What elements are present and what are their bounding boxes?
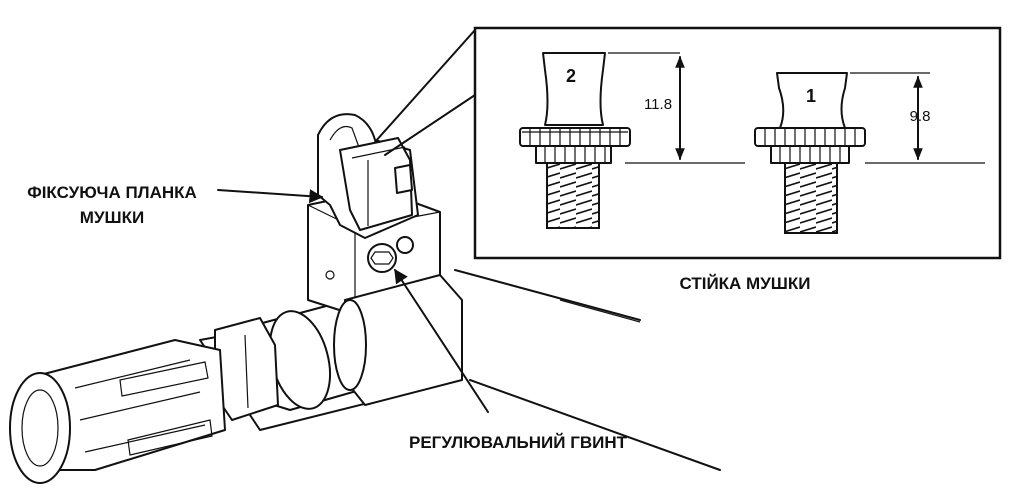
sight-post-1: 1 9.8 bbox=[754, 72, 985, 234]
rifle-barrel-illustration bbox=[9, 113, 721, 484]
front-sight-post-label: СТІЙКА МУШКИ bbox=[680, 274, 811, 293]
adjusting-screw-text: РЕГУЛЮВАЛЬНИЙ ГВИНТ bbox=[409, 433, 628, 452]
adjusting-screw-arrow bbox=[394, 268, 489, 413]
post-2-height-label: 11.8 bbox=[644, 96, 672, 113]
post-1-height-label: 9.8 bbox=[910, 108, 931, 125]
post-1-number: 1 bbox=[806, 86, 816, 106]
post-2-number: 2 bbox=[566, 66, 576, 86]
clamp-arrow bbox=[217, 189, 324, 204]
adjusting-screw-label: РЕГУЛЮВАЛЬНИЙ ГВИНТ bbox=[394, 268, 628, 452]
front-sight-post-inset: 2 11.8 1 9.8 bbox=[374, 26, 1002, 260]
clamp-label-line1: ФІКСУЮЧА ПЛАНКА bbox=[27, 183, 197, 202]
clamp-label: ФІКСУЮЧА ПЛАНКА МУШКИ bbox=[27, 183, 324, 227]
clamp-label-line2: МУШКИ bbox=[80, 208, 144, 227]
sight-post-2: 2 11.8 bbox=[519, 52, 745, 229]
